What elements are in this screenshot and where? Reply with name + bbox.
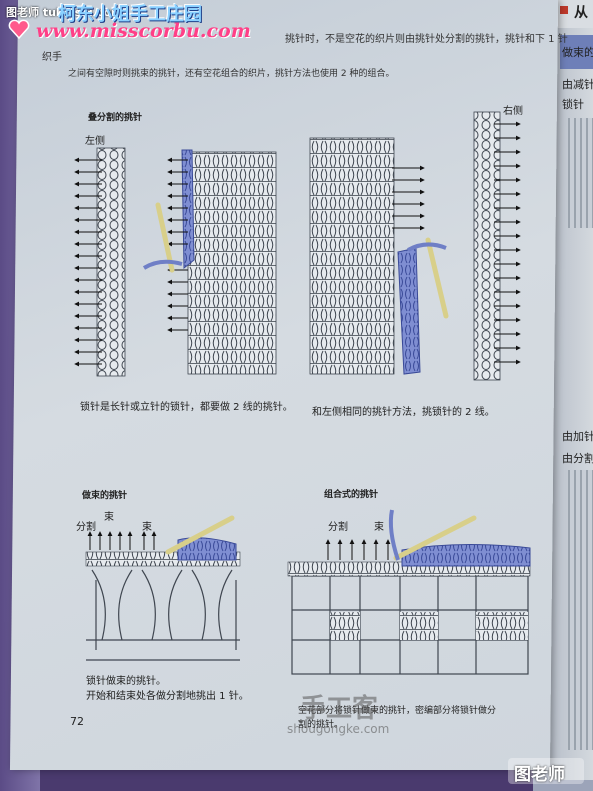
right-side-label: 右侧 [503, 106, 523, 117]
intro-line-1: 挑针时，不是空花的织片则由挑针处分割的挑针，挑针和下 1 针 [285, 34, 568, 45]
split-right-chain-column [473, 111, 521, 381]
combo-swatch [287, 509, 531, 675]
watermark-bottom-center: 手工客 [300, 694, 379, 724]
bundle-caption-2: 开始和结束处各做分割地挑出 1 针。 [86, 691, 249, 702]
bundle-split-label: 分割 [76, 522, 96, 533]
watermark-corner-text: 图老师 [514, 765, 565, 785]
intro-fragment: 织手 [42, 52, 62, 63]
facing-page-bar [560, 35, 593, 69]
combo-caption-2: 割的挑针。 [298, 720, 344, 730]
facing-page-label-3: 由加针 [562, 430, 593, 443]
caption-left: 锁针是长针或立针的锁针，都要做 2 线的挑针。 [80, 402, 293, 413]
caption-right: 和左侧相同的挑针方法，挑锁针的 2 线。 [312, 407, 495, 418]
facing-page-heading: 从 [574, 5, 588, 21]
combo-section-title: 组合式的挑针 [324, 490, 379, 500]
watermark-site-prefix: 图老师 tulaoshi.com [6, 6, 123, 19]
bundle-caption-1: 锁针做束的挑针。 [86, 676, 166, 687]
facing-page-label-1: 由减针 [562, 78, 593, 91]
facing-page-knit-bottom [568, 470, 593, 750]
watermark-corner-badge [508, 758, 584, 784]
split-left-chain-column [74, 147, 126, 377]
intro-line-2: 之间有空隙时则挑束的挑针，还有空花组合的织片，挑针方法也使用 2 种的组合。 [68, 69, 395, 79]
watermark-bottom-url: shougongke.com [287, 722, 390, 736]
page-number: 72 [70, 715, 84, 728]
facing-page-marker [560, 6, 568, 14]
bundle-label-b: 束 [142, 522, 152, 533]
split-left-swatch [142, 149, 277, 375]
bundle-label-a: 束 [104, 512, 114, 523]
split-right-swatch [309, 137, 449, 375]
split-section-title: 叠分割的挑针 [88, 113, 143, 123]
facing-page-label-4: 由分割 [562, 452, 593, 465]
watermark-url: www.misscorbu.com [36, 20, 251, 42]
bundle-section-title: 做束的挑针 [82, 491, 128, 501]
watermark-title: 柯东小姐手工庄园 [58, 4, 202, 25]
combo-bundle-label: 束 [374, 522, 384, 533]
combo-split-label: 分割 [328, 522, 348, 533]
facing-page-label-top: 做束的 [562, 46, 593, 59]
left-side-label: 左侧 [85, 136, 105, 147]
bundle-swatch [85, 515, 241, 661]
watermark-logo: 图老师 tulaoshi.com 柯东小姐手工庄园 www.misscorbu.… [0, 0, 251, 42]
facing-page-header [556, 0, 593, 28]
combo-caption-1: 空花部分将锁针做束的挑针，密编部分将锁针做分 [298, 706, 497, 716]
heart-icon [8, 19, 30, 40]
facing-page-knit-top [568, 118, 593, 228]
facing-page-label-2: 锁针 [562, 98, 584, 111]
